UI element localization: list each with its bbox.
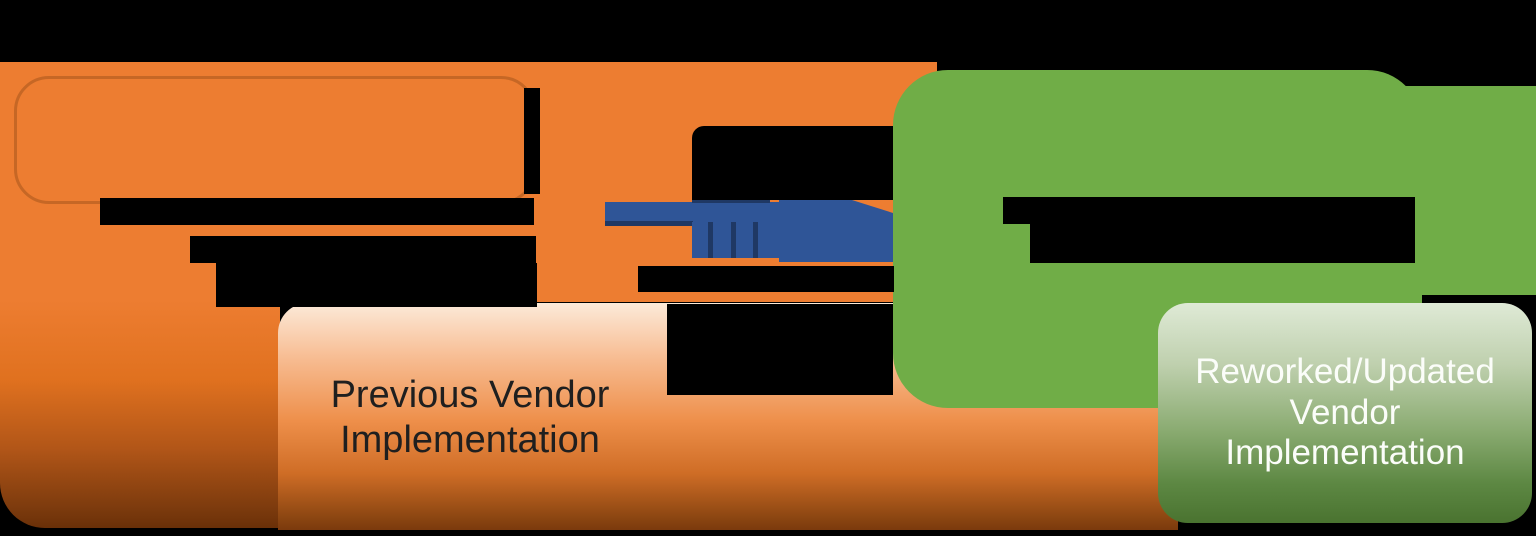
arrow-body xyxy=(605,202,779,222)
reworked-vendor-box: Reworked/Updated Vendor Implementation xyxy=(1158,303,1532,523)
redacted-text-block xyxy=(667,304,893,395)
arrow-stripe xyxy=(753,222,758,258)
arrow-navy-accent-under xyxy=(605,221,693,226)
orange-inner-box-seam xyxy=(14,76,536,204)
redacted-text-block xyxy=(100,198,534,225)
reworked-vendor-label: Reworked/Updated Vendor Implementation xyxy=(1158,303,1532,523)
redacted-text-block xyxy=(524,88,540,194)
reworked-vendor-label-line1: Reworked/Updated xyxy=(1195,352,1495,392)
reworked-vendor-label-line2: Vendor xyxy=(1289,392,1401,432)
reworked-vendor-label-line3: Implementation xyxy=(1225,433,1465,473)
redacted-text-block xyxy=(692,126,893,200)
redacted-text-block xyxy=(1030,224,1415,263)
previous-vendor-label-line1: Previous Vendor xyxy=(330,374,610,417)
orange-panel-lower-left xyxy=(0,300,280,528)
redacted-text-block xyxy=(638,266,894,292)
arrow-stripe xyxy=(708,222,713,258)
arrow-stripe xyxy=(731,222,736,258)
previous-vendor-label-line2: Implementation xyxy=(340,419,600,461)
redacted-text-block xyxy=(190,236,536,263)
green-panel-rect xyxy=(930,86,1536,295)
redacted-text-block xyxy=(1003,197,1415,224)
arrow-navy-accent-top xyxy=(692,198,770,203)
previous-vendor-label: Previous Vendor Implementation xyxy=(290,358,650,478)
redacted-text-block xyxy=(216,263,537,307)
